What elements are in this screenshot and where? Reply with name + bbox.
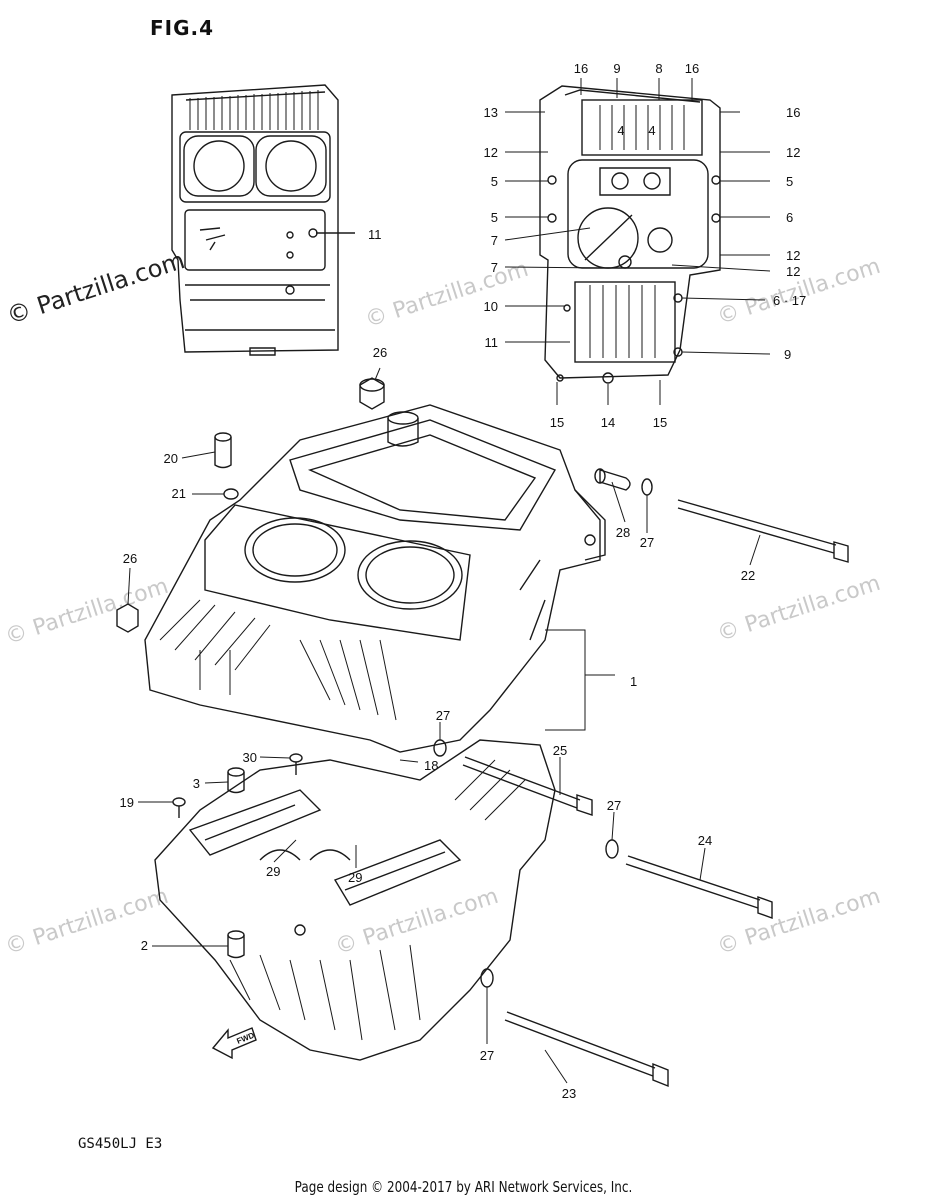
callout-1: 1: [630, 674, 637, 689]
callout-28: 28: [616, 525, 630, 540]
callout-29: 29: [266, 864, 280, 879]
callout-12: 12: [786, 264, 800, 279]
callout-25: 25: [553, 743, 567, 758]
callout-21: 21: [172, 486, 186, 501]
callout-15: 15: [550, 415, 564, 430]
callout-5: 5: [786, 174, 793, 189]
callout-9: 9: [613, 61, 620, 76]
lower-crankcase: [154, 739, 556, 1061]
callout-27: 27: [436, 708, 450, 723]
callout-24: 24: [698, 833, 712, 848]
callout-12: 12: [786, 145, 800, 160]
callout-5: 5: [491, 210, 498, 225]
callout-13: 13: [484, 105, 498, 120]
upper-crankcase: [144, 404, 606, 753]
callout-27: 27: [480, 1048, 494, 1063]
callout-26: 26: [373, 345, 387, 360]
callout-5: 5: [491, 174, 498, 189]
callout-16: 16: [685, 61, 699, 76]
callout-7: 7: [491, 260, 498, 275]
callout-27: 27: [607, 798, 621, 813]
callout-7: 7: [491, 233, 498, 248]
callout-18: 18: [424, 758, 438, 773]
callout-10: 10: [484, 299, 498, 314]
callout-16: 16: [574, 61, 588, 76]
callout-12: 12: [484, 145, 498, 160]
page-footer: Page design © 2004-2017 by ARI Network S…: [294, 1178, 633, 1196]
callout-labels: 16 9 8 16 13 16 4 4 12 12 5 5 5 6 7 12 7…: [120, 61, 807, 1101]
callout-3: 3: [193, 776, 200, 791]
callout-26: 26: [123, 551, 137, 566]
callout-27: 27: [640, 535, 654, 550]
callout-9: 9: [784, 347, 791, 362]
callout-29: 29: [348, 870, 362, 885]
small-parts: [116, 377, 849, 1088]
callout-30: 30: [243, 750, 257, 765]
upper-case-top-view: [171, 84, 355, 356]
callout-8: 8: [655, 61, 662, 76]
lower-case-bottom-view: [504, 78, 771, 405]
callout-4: 4: [617, 123, 624, 138]
callout-20: 20: [164, 451, 178, 466]
callout-19: 19: [120, 795, 134, 810]
callout-11: 11: [485, 335, 499, 350]
model-code: GS450LJ E3: [78, 1136, 163, 1152]
callout-11: 11: [368, 227, 382, 242]
callout-15: 15: [653, 415, 667, 430]
callout-4: 4: [648, 123, 655, 138]
callout-2: 2: [141, 938, 148, 953]
callout-22: 22: [741, 568, 755, 583]
callout-6: 6: [786, 210, 793, 225]
callout-6-17: 6 · 17: [773, 293, 806, 308]
callout-14: 14: [601, 415, 615, 430]
callout-16: 16: [786, 105, 800, 120]
figure-title: FIG.4: [150, 16, 215, 40]
callout-23: 23: [562, 1086, 576, 1101]
leader-lines: [127, 367, 761, 1084]
callout-12: 12: [786, 248, 800, 263]
